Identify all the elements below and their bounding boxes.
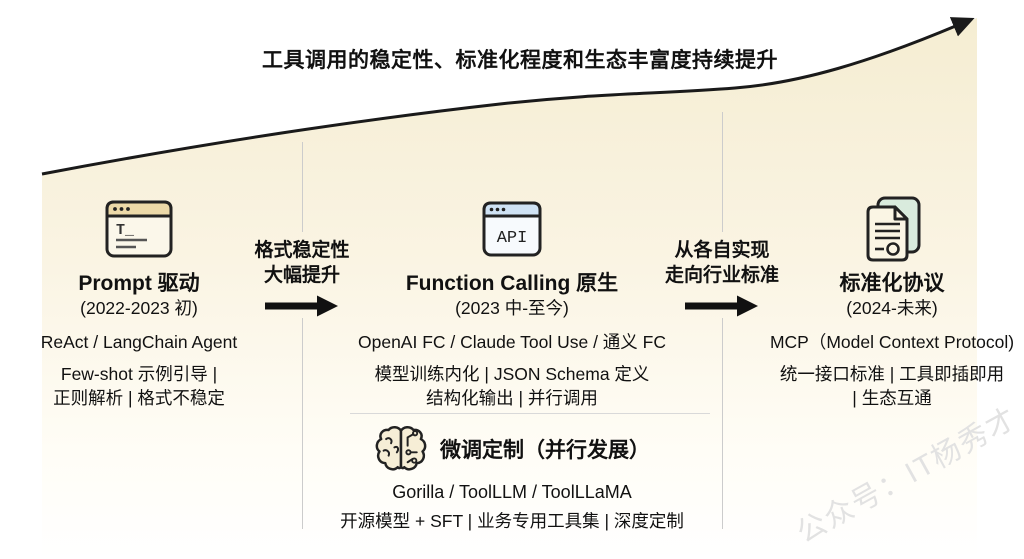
documents-protocol-icon	[861, 188, 923, 270]
stage-detail-lines: 模型训练内化 | JSON Schema 定义 结构化输出 | 并行调用	[375, 362, 650, 410]
stage-period: (2022-2023 初)	[80, 298, 198, 318]
svg-text:T_: T_	[116, 222, 135, 239]
stage-divider-2-top	[722, 112, 723, 232]
watermark-text: 公众号：IT杨秀才	[791, 401, 1024, 550]
stage-detail-line-2: 结构化输出 | 并行调用	[426, 388, 598, 408]
stage-tech-line: ReAct / LangChain Agent	[40, 332, 238, 352]
stage-detail-line-2: 正则解析 | 格式不稳定	[53, 388, 225, 408]
stage-period: (2023 中-至今)	[455, 298, 569, 318]
stage-title: Prompt 驱动	[78, 272, 200, 295]
stage-title: 标准化协议	[839, 272, 945, 295]
stage-title: Function Calling 原生	[405, 272, 619, 295]
stage-prompt-driven: T_ Prompt 驱动 (2022-2023 初) ReAct / LangC…	[8, 188, 270, 410]
browser-text-icon: T_	[104, 188, 174, 270]
stage-detail-line-1: Few-shot 示例引导 |	[60, 364, 218, 384]
transition-label: 格式稳定性 大幅提升	[254, 240, 350, 286]
parallel-detail-line: 开源模型 + SFT | 业务专用工具集 | 深度定制	[340, 511, 684, 531]
stage-detail-lines: Few-shot 示例引导 | 正则解析 | 格式不稳定	[53, 362, 225, 410]
browser-api-icon: API	[481, 188, 543, 270]
stage-divider-1-top	[302, 142, 303, 232]
stage-detail-line-1: 统一接口标准 | 工具即插即用	[779, 364, 1005, 384]
page-title: 工具调用的稳定性、标准化程度和生态丰富度持续提升	[262, 49, 778, 72]
stage-detail-line-1: 模型训练内化 | JSON Schema 定义	[374, 364, 650, 384]
parallel-tech-line: Gorilla / ToolLLM / ToolLLaMA	[392, 482, 632, 502]
parallel-track-title: 微调定制（并行发展）	[440, 439, 650, 462]
stage-detail-line-2: | 生态互通	[852, 388, 932, 408]
parallel-track-header: 微调定制（并行发展）	[374, 424, 650, 474]
stage-tech-line: OpenAI FC / Claude Tool Use / 通义 FC	[358, 332, 666, 352]
parallel-track-finetuning: 微调定制（并行发展） Gorilla / ToolLLM / ToolLLaMA…	[262, 424, 762, 532]
stage-function-calling: API Function Calling 原生 (2023 中-至今) Open…	[340, 188, 684, 410]
right-arrow-icon	[265, 295, 338, 317]
svg-text:API: API	[497, 229, 528, 248]
brain-circuit-icon	[374, 425, 428, 473]
stage-detail-lines: 统一接口标准 | 工具即插即用 | 生态互通	[780, 362, 1004, 410]
stage-standard-protocol: 标准化协议 (2024-未来) MCP（Model Context Protoc…	[760, 188, 1024, 410]
right-arrow-icon	[685, 295, 758, 317]
stage-period: (2024-未来)	[846, 298, 938, 318]
parallel-section-divider	[350, 413, 710, 414]
stage-tech-line: MCP（Model Context Protocol)	[769, 332, 1015, 352]
